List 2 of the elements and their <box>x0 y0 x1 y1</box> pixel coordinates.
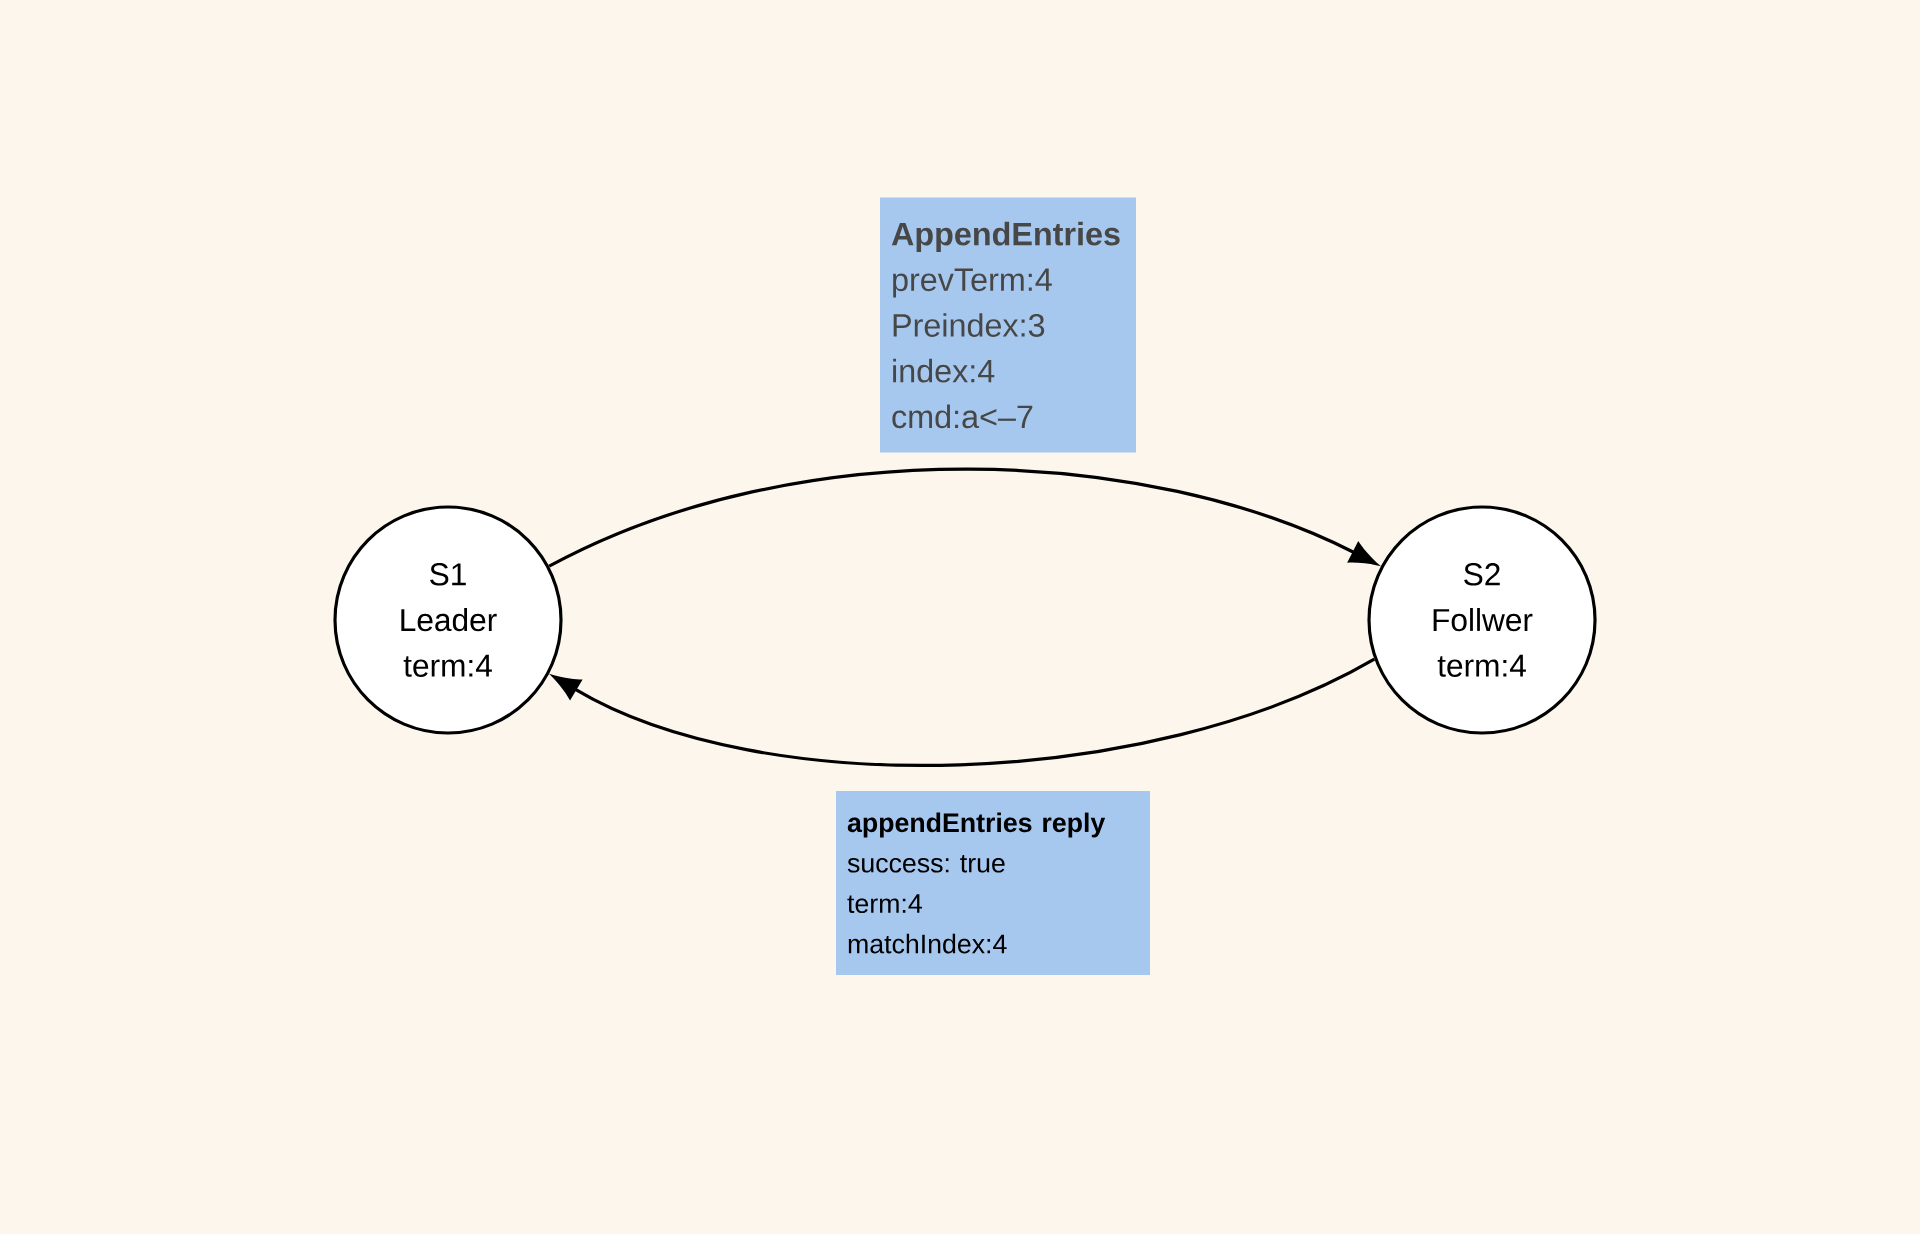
message-box: AppendEntries prevTerm:4 Preindex:3 index:4 cmd:a<–7 <box>880 197 1136 453</box>
message-box: appendEntries reply success: true term:4 matchIndex:4 <box>836 791 1150 975</box>
